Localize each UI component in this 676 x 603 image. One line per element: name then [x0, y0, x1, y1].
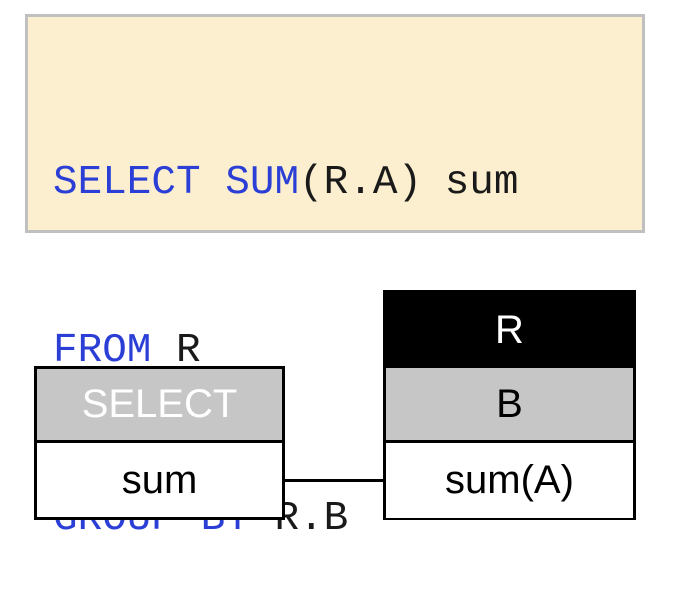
select-table-row-sum: sum — [37, 443, 282, 517]
sql-keyword-select: SELECT — [53, 160, 201, 206]
select-table-header: SELECT — [37, 369, 282, 443]
r-table-agg-attr: sum(A) — [386, 443, 633, 518]
r-table: R B sum(A) — [383, 290, 636, 520]
sql-line-select: SELECT SUM(R.A) sum — [53, 155, 642, 211]
sql-group-by-attr: R.B — [274, 496, 349, 542]
sql-query-box: SELECT SUM(R.A) sum FROM R GROUP BY R.B — [25, 14, 645, 542]
connector-line — [285, 479, 383, 482]
sql-alias: sum — [444, 160, 519, 206]
sql-keyword-sum: SUM — [225, 160, 300, 206]
select-table: SELECT sum — [34, 366, 285, 520]
sql-sum-argument: (R.A) — [299, 160, 423, 206]
r-table-group-attr: B — [386, 368, 633, 443]
r-table-title: R — [386, 293, 633, 368]
